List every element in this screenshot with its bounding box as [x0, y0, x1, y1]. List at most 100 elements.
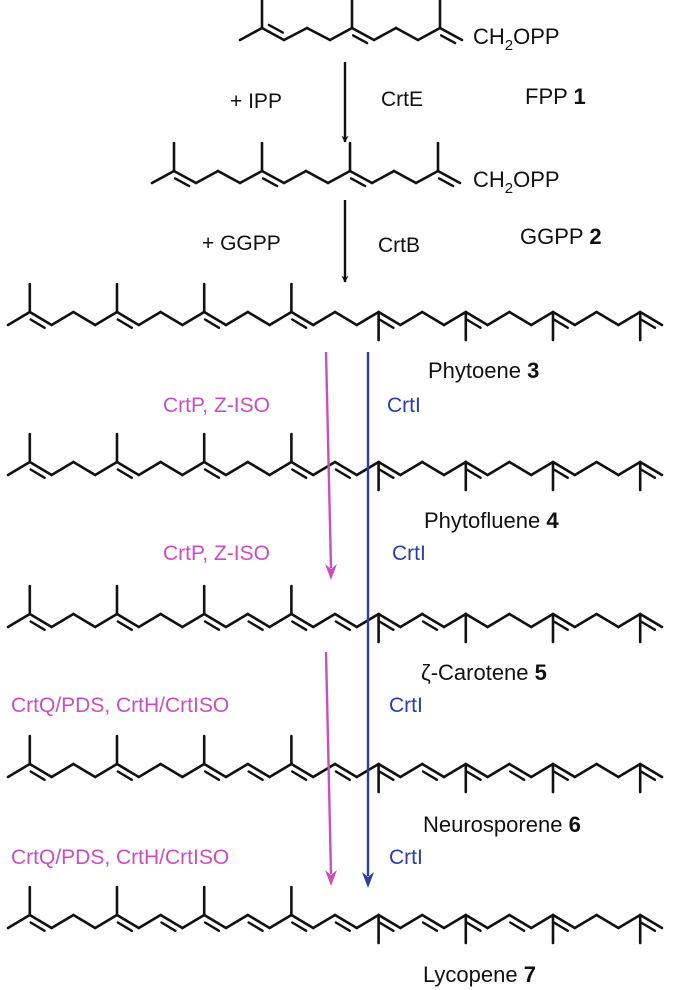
single-bond: [442, 913, 468, 930]
double-bond-line: [173, 177, 191, 188]
single-bond: [268, 913, 293, 930]
single-bond: [224, 762, 250, 779]
single-bond: [202, 612, 228, 629]
single-bond: [464, 460, 489, 477]
single-bond: [333, 913, 359, 930]
double-bond-line: [465, 318, 482, 330]
single-bond: [355, 913, 380, 930]
single-bond: [573, 612, 598, 629]
single-bond: [194, 169, 220, 185]
double-bond-line: [639, 318, 657, 330]
single-bond: [529, 310, 555, 327]
single-bond: [595, 762, 620, 779]
single-bond: [268, 310, 293, 327]
double-bond-line: [29, 770, 46, 782]
single-bond: [238, 26, 264, 42]
single-bond: [50, 913, 75, 930]
single-bond: [442, 762, 468, 779]
single-bond: [638, 310, 664, 327]
single-bond: [6, 310, 32, 327]
single-bond: [617, 612, 642, 629]
single-bond: [28, 310, 53, 327]
double-bond-line: [291, 620, 308, 632]
double-bond-line: [203, 620, 221, 632]
single-bond: [50, 612, 75, 629]
single-bond: [28, 612, 53, 629]
blue-arrow-crti-head: [362, 872, 374, 888]
double-bond-line: [261, 177, 279, 188]
single-bond: [486, 913, 511, 930]
single-bond: [399, 612, 424, 629]
single-bond: [394, 26, 420, 42]
single-bond: [420, 310, 446, 327]
double-bond-line: [378, 318, 395, 330]
pathway-arrows: [324, 351, 374, 888]
single-bond: [224, 460, 250, 477]
single-bond: [348, 169, 374, 185]
single-bond: [392, 169, 418, 185]
single-bond: [159, 762, 184, 779]
double-bond-line: [334, 921, 352, 933]
single-bond: [333, 612, 359, 629]
double-bond-line: [203, 770, 221, 782]
single-bond: [617, 460, 642, 477]
magenta-arrow-upper: [324, 351, 333, 569]
single-bond: [150, 169, 176, 185]
double-bond-line: [421, 620, 439, 632]
single-bond: [617, 310, 642, 327]
fpp-ch2opp-group: CH2OPP: [473, 24, 560, 54]
double-bond-line: [291, 318, 308, 330]
single-bond: [416, 26, 442, 42]
double-bond-line: [116, 770, 134, 782]
double-bond-line: [203, 318, 221, 330]
single-bond: [573, 460, 598, 477]
single-bond: [399, 913, 424, 930]
single-bond: [246, 612, 271, 629]
single-bond: [350, 26, 376, 42]
single-bond: [420, 913, 446, 930]
single-bond: [6, 913, 32, 930]
single-bond: [333, 762, 359, 779]
double-bond-line: [116, 620, 134, 632]
step-label-crtp-zis0-1: CrtP, Z-ISO: [163, 394, 270, 417]
single-bond: [638, 762, 664, 779]
single-bond: [617, 762, 642, 779]
single-bond: [638, 460, 664, 477]
single-bond: [420, 612, 446, 629]
double-bond-line: [116, 468, 134, 480]
step-label-crte: CrtE: [381, 88, 423, 111]
single-bond: [529, 762, 555, 779]
compound-label-phytofluene: Phytofluene 4: [424, 508, 559, 533]
single-bond: [420, 460, 446, 477]
double-bond-line: [465, 468, 482, 480]
single-bond: [355, 310, 380, 327]
single-bond: [246, 460, 271, 477]
step-label-crtq-pds-1: CrtQ/PDS, CrtH/CrtISO: [11, 694, 229, 717]
single-bond: [377, 913, 402, 930]
double-bond-line: [509, 770, 526, 782]
single-bond: [159, 612, 184, 629]
single-bond: [333, 310, 359, 327]
single-bond: [464, 310, 489, 327]
double-bond-line: [465, 921, 482, 933]
double-bond-line: [116, 921, 134, 933]
magenta-arrow-upper-head: [325, 564, 337, 580]
double-bond-line: [378, 770, 395, 782]
single-bond: [72, 762, 97, 779]
single-bond: [290, 612, 315, 629]
single-bond: [181, 460, 206, 477]
single-bond: [414, 169, 440, 185]
double-bond-line: [247, 770, 264, 782]
single-bond: [377, 612, 402, 629]
single-bond: [260, 169, 286, 185]
single-bond: [326, 169, 352, 185]
single-bond: [529, 612, 555, 629]
single-bond: [399, 460, 424, 477]
single-bond: [333, 460, 359, 477]
double-bond-line: [552, 921, 570, 933]
single-bond: [50, 762, 75, 779]
double-bond-line: [267, 23, 285, 34]
double-bond-line: [421, 770, 439, 782]
single-bond: [93, 913, 119, 930]
